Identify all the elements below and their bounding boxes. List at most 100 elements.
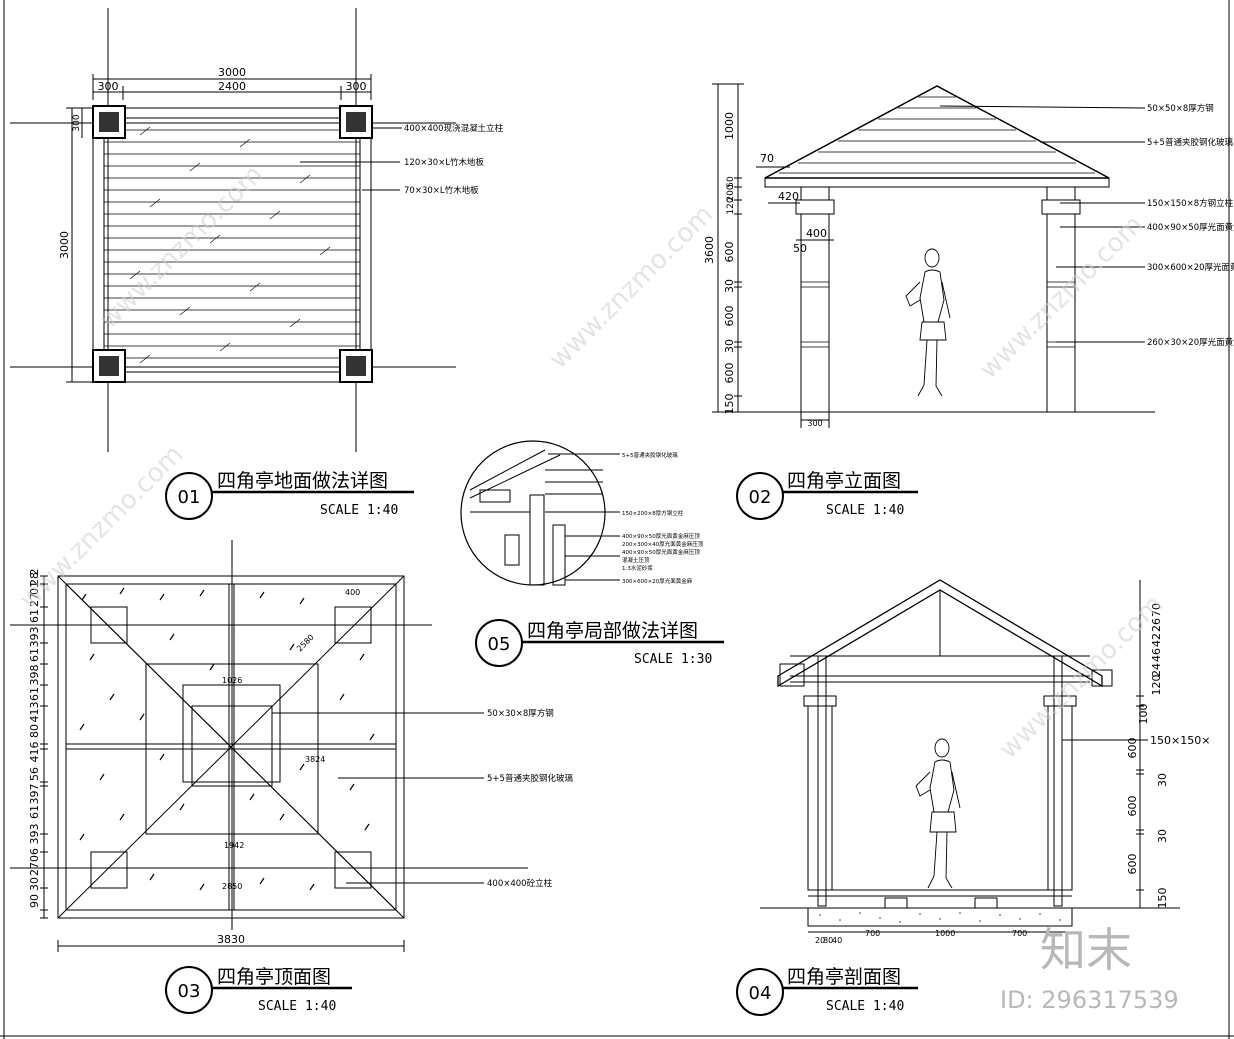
- section-title-block: 04 四角亭剖面图 SCALE 1:40: [736, 966, 918, 1016]
- section-drawing: 70 26 42 46 24 120 100 600 30 600 30 600…: [760, 579, 1210, 945]
- elevation-title-block: 02 四角亭立面图 SCALE 1:40: [736, 470, 918, 520]
- elev-dim-cap: 200: [726, 184, 736, 201]
- elev-note-3: 150×150×8方钢立柱: [1147, 198, 1234, 209]
- watermark-layer: www.znzmo.com www.znzmo.com www.znzmo.co…: [14, 160, 1179, 1014]
- floor-column: [92, 105, 373, 383]
- roof-dim-inner-400: 400: [345, 588, 360, 597]
- roof-dim-3: 06: [28, 848, 41, 862]
- roof-dim-10: 413: [28, 702, 41, 723]
- watermark-text-1: www.znzmo.com: [94, 160, 269, 335]
- watermark-id: ID: 296317539: [1000, 986, 1179, 1014]
- roof-dim-inner-1942: 1942: [224, 841, 244, 850]
- detail-note-6: 混凝土压顶: [622, 556, 650, 564]
- sec-dim-600-3: 600: [1126, 854, 1139, 875]
- elev-dim-300: 300: [807, 419, 822, 428]
- elevation-scale: SCALE 1:40: [826, 503, 904, 518]
- roof-dim-inner-2850: 2850: [222, 882, 242, 891]
- floor-dim-left: 300: [98, 80, 119, 93]
- detail-note-4: 200×300×40厚光面黄金麻压顶: [622, 540, 704, 548]
- detail-title: 四角亭局部做法详图: [527, 620, 698, 642]
- elev-dim-600-2: 600: [723, 306, 736, 327]
- section-note: 150×150×: [1150, 734, 1210, 747]
- sec-bdim-1000: 1000: [935, 929, 955, 938]
- watermark-text-4: www.znzmo.com: [14, 440, 189, 615]
- detail-title-block: 05 四角亭局部做法详图 SCALE 1:30: [475, 619, 724, 667]
- roof-dim-4: 393: [28, 824, 41, 845]
- roof-note-3: 400×400砼立柱: [487, 878, 553, 889]
- section-person-figure: [915, 738, 961, 889]
- watermark-text-5: www.znzmo.com: [994, 590, 1169, 765]
- detail-note-5: 400×90×50厚光面黄金麻压顶: [622, 548, 700, 556]
- roof-dim-0: 90: [28, 894, 41, 908]
- roof-dim-1: 30: [28, 877, 41, 891]
- section-scale: SCALE 1:40: [826, 999, 904, 1014]
- roof-dim-inner-3824: 3824: [305, 755, 325, 764]
- sec-dim-4: 24: [1150, 663, 1163, 677]
- detail-note-7: 1:3水泥砂浆: [622, 564, 653, 572]
- elev-dim-600-1: 600: [723, 242, 736, 263]
- elev-dim-600-3: 600: [723, 363, 736, 384]
- roof-plan-scale: SCALE 1:40: [258, 999, 336, 1014]
- elev-dim-50: 50: [793, 242, 807, 255]
- sec-bdim-80: 80: [823, 936, 833, 945]
- sec-dim-150: 150: [1156, 888, 1169, 909]
- roof-dim-19: 2: [28, 569, 41, 576]
- floor-plan-drawing: 3000 2400 300 300 3000 300: [10, 8, 504, 452]
- floor-dim-total: 3000: [218, 66, 246, 79]
- sec-dim-1: 26: [1150, 618, 1163, 632]
- roof-dim-16: 27: [28, 593, 41, 607]
- sec-dim-600-2: 600: [1126, 796, 1139, 817]
- roof-note-2: 5+5普通夹胶钢化玻璃: [487, 773, 573, 784]
- elev-dim-30-2: 30: [723, 339, 736, 353]
- sec-dim-2: 42: [1150, 633, 1163, 647]
- roof-dim-12: 398: [28, 665, 41, 686]
- sec-bdim-40: 40: [832, 936, 842, 945]
- section-title: 四角亭剖面图: [787, 966, 901, 988]
- elev-note-6: 260×30×20厚光面黄金麻: [1147, 337, 1234, 348]
- detail-note-1: 5+5普通夹胶钢化玻璃: [622, 451, 678, 459]
- elev-note-4: 400×90×50厚光面黄金麻: [1147, 222, 1234, 233]
- elev-note-1: 50×50×8厚方钢: [1147, 103, 1214, 114]
- floor-plan-scale: SCALE 1:40: [320, 503, 398, 518]
- roof-plan-title-block: 03 四角亭顶面图 SCALE 1:40: [165, 966, 352, 1014]
- roof-plan-title: 四角亭顶面图: [217, 966, 331, 988]
- elevation-number: 02: [749, 487, 772, 508]
- roof-dim-5: 61: [28, 805, 41, 819]
- detail-note-8: 300×600×20厚光面黄金麻: [622, 577, 693, 585]
- floor-plan-number: 01: [178, 487, 201, 508]
- roof-plan-number: 03: [178, 981, 201, 1002]
- floor-plan-title: 四角亭地面做法详图: [217, 470, 388, 492]
- floor-dim-side: 3000: [58, 231, 71, 259]
- sec-dim-0: 70: [1150, 603, 1163, 617]
- roof-dim-bottom: 3830: [217, 933, 245, 946]
- roof-note-1: 50×30×8厚方钢: [487, 708, 554, 719]
- detail-note-2: 150×200×8厚方钢立柱: [622, 509, 684, 517]
- elevation-title: 四角亭立面图: [787, 470, 901, 492]
- floor-dim-inner: 2400: [218, 80, 246, 93]
- detail-note-3: 400×90×50厚光面黄金麻压顶: [622, 532, 700, 540]
- roof-dim-inner-1026: 1026: [222, 676, 242, 685]
- sec-bdim-700-1: 700: [865, 929, 880, 938]
- sec-dim-3: 46: [1150, 648, 1163, 662]
- roof-dim-17: 01: [28, 581, 41, 595]
- detail-number: 05: [488, 634, 511, 655]
- sec-bdim-700-2: 700: [1012, 929, 1027, 938]
- elev-dim-total: 3600: [703, 236, 716, 264]
- roof-dim-inner-2580: 2580: [295, 633, 316, 654]
- sec-dim-30-2: 30: [1156, 829, 1169, 843]
- elevation-person-figure: [905, 248, 951, 397]
- floor-note-column: 400×400现浇混凝土立柱: [404, 123, 504, 134]
- roof-dim-14: 393: [28, 627, 41, 648]
- elevation-drawing: 1000 50 200 120 600 30 600 30 600 150 36…: [703, 83, 1234, 428]
- floor-plan-title-block: 01 四角亭地面做法详图 SCALE 1:40: [165, 470, 414, 520]
- roof-dim-11: 61: [28, 687, 41, 701]
- elev-note-2: 5+5普通夹胶钢化玻璃: [1147, 137, 1233, 148]
- section-number: 04: [749, 983, 772, 1004]
- elev-dim-400: 400: [806, 227, 827, 240]
- elev-dim-30-1: 30: [723, 279, 736, 293]
- roof-dim-9: 80: [28, 724, 41, 738]
- elev-dim-fascia: 50: [726, 176, 736, 188]
- roof-dim-7: 56: [28, 767, 41, 781]
- elev-note-5: 300×600×20厚光面黄金麻: [1147, 262, 1234, 273]
- sec-bdim-20: 20: [815, 936, 825, 945]
